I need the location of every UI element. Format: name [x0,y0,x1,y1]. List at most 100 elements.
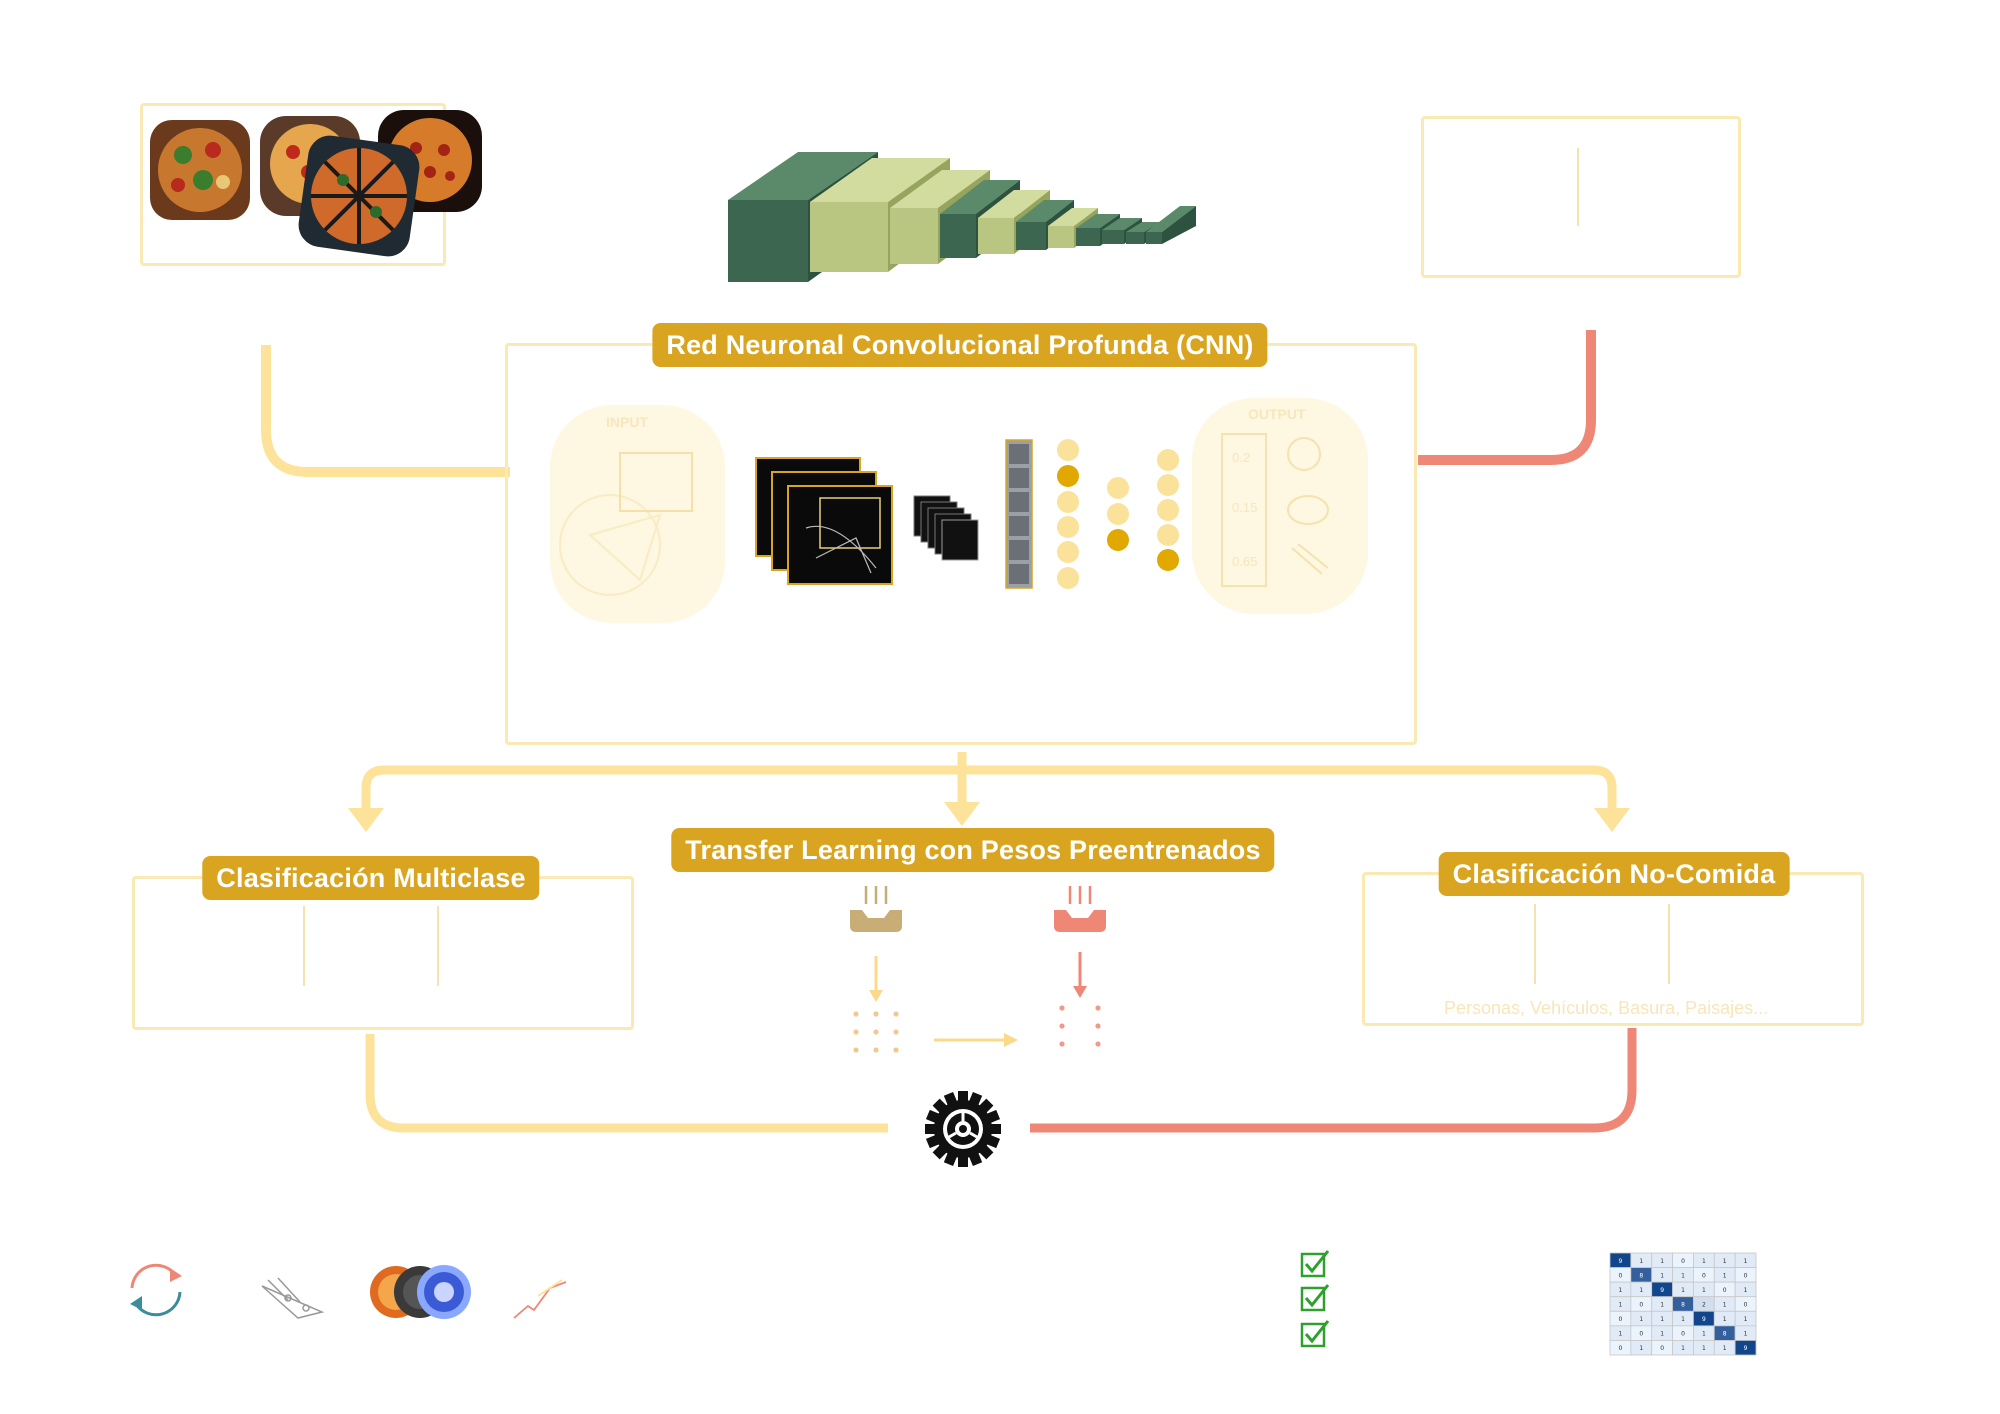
gear-icon [925,1091,1001,1167]
transfer-arrow [934,1033,1018,1047]
matrix-cell-value: 1 [1681,1287,1685,1294]
dense-layers [1057,439,1179,589]
matrix-cell-value: 1 [1660,1302,1664,1309]
neuron-column-1 [1057,439,1079,589]
cnn-3d-illustration [728,152,1196,282]
matrix-cell-value: 1 [1723,1302,1727,1309]
checklist [1300,1250,1330,1348]
matrix-cell-value: 0 [1660,1345,1664,1352]
matrix-cell-value: 0 [1639,1331,1643,1338]
matrix-cell-value: 1 [1702,1287,1706,1294]
matrix-cell-value: 0 [1619,1345,1623,1352]
pretrained-weights-icon [850,886,902,932]
matrix-cell-value: 1 [1681,1345,1685,1352]
connector-input-to-cnn [261,345,510,477]
matrix-cell-value: 1 [1744,1316,1748,1323]
matrix-cell-value: 1 [1702,1345,1706,1352]
matrix-cell-value: 8 [1639,1272,1643,1279]
matrix-cell-value: 1 [1681,1316,1685,1323]
matrix-cell-value: 1 [1660,1331,1664,1338]
matrix-cell-value: 9 [1744,1345,1748,1352]
divider-line [1577,148,1579,226]
nonfood-examples: Personas, Vehículos, Basura, Paisajes... [1444,998,1769,1018]
divider-line [1534,904,1536,984]
trend-line-icon [513,1279,567,1319]
divider-line [437,906,439,986]
matrix-cell-value: 9 [1619,1258,1623,1265]
cnn-input-panel [550,405,725,623]
matrix-cell-value: 1 [1639,1345,1643,1352]
pizza-photo-3 [298,135,420,257]
arrow-down-right [1594,808,1630,832]
pizza-photo-1 [150,120,250,220]
matrix-cell-value: 1 [1702,1258,1706,1265]
divider-line [303,906,305,986]
matrix-cell-value: 1 [1723,1258,1727,1265]
matrix-cell-value: 1 [1639,1316,1643,1323]
divider-line [1668,904,1670,984]
feature-maps [755,457,893,585]
matrix-cell-value: 0 [1639,1302,1643,1309]
matrix-cell-value: 1 [1744,1287,1748,1294]
cnn-layer-block [1146,206,1196,244]
target-weights-icon [1054,886,1106,932]
matrix-cell-value: 8 [1723,1331,1727,1338]
connector-multiclass-to-gear [365,1034,888,1133]
matrix-cell-value: 8 [1681,1302,1685,1309]
pizza-slice-sketch-icon [261,1277,325,1319]
matrix-cell-value: 1 [1619,1302,1623,1309]
checkbox-checked-icon [1300,1250,1330,1278]
arrow-down-target [1073,952,1087,998]
matrix-cell-value: 1 [1702,1331,1706,1338]
multiclass-title: Clasificación Multiclase [202,856,540,900]
pretrained-neurons [853,1011,899,1053]
arrow-down-left [348,808,384,832]
matrix-cell-value: 1 [1619,1331,1623,1338]
cnn-output-panel [1192,398,1368,614]
matrix-cell-value: 9 [1702,1316,1706,1323]
output-value-2: 0.15 [1232,500,1258,515]
matrix-cell [1734,1340,1757,1356]
connector-output-to-cnn [1418,330,1596,465]
matrix-cell-value: 1 [1660,1272,1664,1279]
matrix-cell-value: 0 [1619,1272,1623,1279]
matrix-cell-value: 1 [1723,1272,1727,1279]
connector-nonfood-to-gear [1030,1028,1637,1133]
arrow-down-center [944,802,980,826]
neuron-column-2 [1107,477,1129,551]
output-label: OUTPUT [1248,406,1306,422]
target-neurons [1059,1005,1101,1047]
confusion-matrix: 9 1 1 0 1 1 1 0 8 1 1 0 1 0 1 1 9 1 1 0 1 1 0 1 8 2 1 0 0 1 1 1 9 1 1 1 0 1 0 1… [1609,1252,1757,1356]
matrix-cell-value: 1 [1744,1331,1748,1338]
transfer-title: Transfer Learning con Pesos Preentrenado… [671,828,1275,872]
pizza-photos [150,110,482,257]
matrix-cell-value: 1 [1660,1316,1664,1323]
arrow-down-pretrained [869,956,883,1002]
refresh-icon [130,1263,182,1317]
checkbox-checked-icon [1300,1320,1330,1348]
matrix-cell-value: 0 [1681,1258,1685,1265]
neuron-column-3 [1157,449,1179,571]
output-value-3: 0.65 [1232,554,1258,569]
matrix-cell-value: 1 [1660,1258,1664,1265]
nonfood-title: Clasificación No-Comida [1438,852,1790,896]
matrix-cell-value: 0 [1723,1287,1727,1294]
output-value-1: 0.2 [1232,450,1251,465]
matrix-cell-value: 1 [1744,1258,1748,1265]
checkbox-checked-icon [1300,1284,1330,1312]
output-frame-top-right [1421,116,1741,278]
matrix-cell-value: 0 [1702,1272,1706,1279]
pizza-augmentation-icons [370,1265,471,1319]
transfer-learning-graphic [850,886,1106,1053]
matrix-cell-value: 1 [1639,1258,1643,1265]
matrix-cell-value: 0 [1744,1302,1748,1309]
matrix-cell-value: 0 [1681,1331,1685,1338]
matrix-cell-value: 2 [1702,1302,1706,1309]
matrix-cell-value: 0 [1619,1316,1623,1323]
matrix-cell-value: 1 [1723,1345,1727,1352]
matrix-cell-value: 1 [1639,1287,1643,1294]
feature-map [787,485,893,585]
input-label: INPUT [606,414,648,430]
matrix-cell-value: 0 [1744,1272,1748,1279]
